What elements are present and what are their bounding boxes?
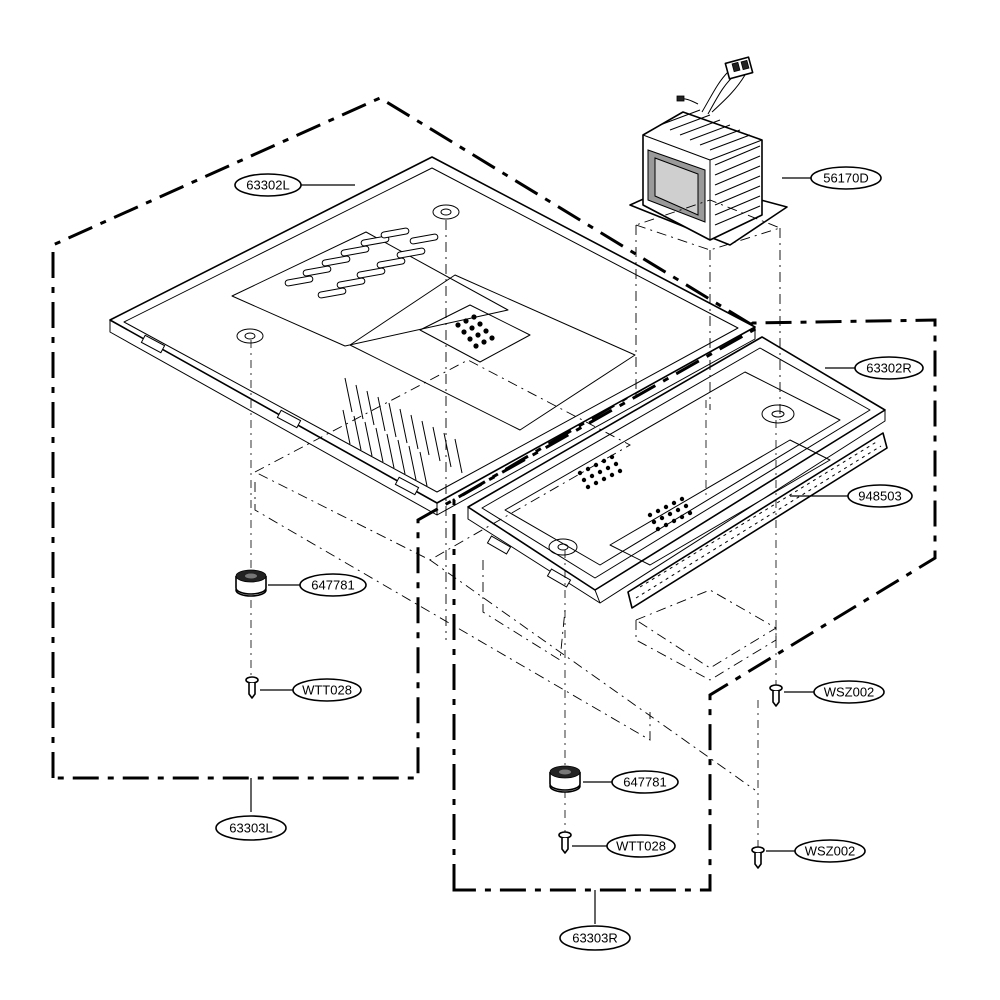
vent-dots-right	[577, 454, 693, 532]
label-assy-right: 63303R	[559, 925, 631, 951]
svg-text:56170D: 56170D	[823, 171, 869, 186]
screw-low	[751, 846, 765, 869]
svg-text:647781: 647781	[623, 775, 666, 790]
seal-strip	[627, 432, 888, 609]
label-foot-left: 647781	[299, 573, 367, 597]
svg-text:63302R: 63302R	[866, 361, 912, 376]
reference-lines	[254, 199, 782, 791]
label-screw-right: WTT028	[606, 834, 676, 858]
label-transformer: 56170D	[810, 166, 882, 190]
assembly-boundary-right	[452, 318, 937, 892]
transformer	[629, 56, 788, 246]
svg-text:948503: 948503	[858, 489, 901, 504]
label-screw-left: WTT028	[292, 678, 362, 702]
svg-text:63303R: 63303R	[572, 931, 618, 946]
svg-text:WTT028: WTT028	[302, 683, 352, 698]
svg-text:63303L: 63303L	[229, 821, 272, 836]
screw-mid	[769, 684, 783, 707]
foot-right	[549, 765, 581, 793]
label-screw-low: WSZ002	[794, 839, 866, 863]
label-assy-left: 63303L	[215, 815, 287, 841]
svg-text:WTT028: WTT028	[616, 839, 666, 854]
label-plate-left: 63302L	[234, 173, 302, 197]
side-louvres	[342, 377, 463, 487]
leader-lines	[250, 177, 855, 924]
label-plate-right: 63302R	[854, 356, 924, 380]
screw-right	[558, 831, 572, 854]
vent-dots-left	[455, 314, 495, 349]
svg-text:647781: 647781	[311, 578, 354, 593]
foot-left	[235, 569, 267, 597]
base-plate-left	[109, 156, 756, 516]
svg-text:WSZ002: WSZ002	[805, 844, 856, 859]
svg-text:WSZ002: WSZ002	[824, 685, 875, 700]
base-plate-right	[467, 336, 886, 604]
label-screw-mid: WSZ002	[813, 680, 885, 704]
svg-text:63302L: 63302L	[246, 178, 289, 193]
label-foot-right: 647781	[611, 770, 679, 794]
vent-slots-top	[284, 227, 439, 299]
label-strip: 948503	[847, 484, 913, 508]
screw-left	[245, 676, 259, 699]
